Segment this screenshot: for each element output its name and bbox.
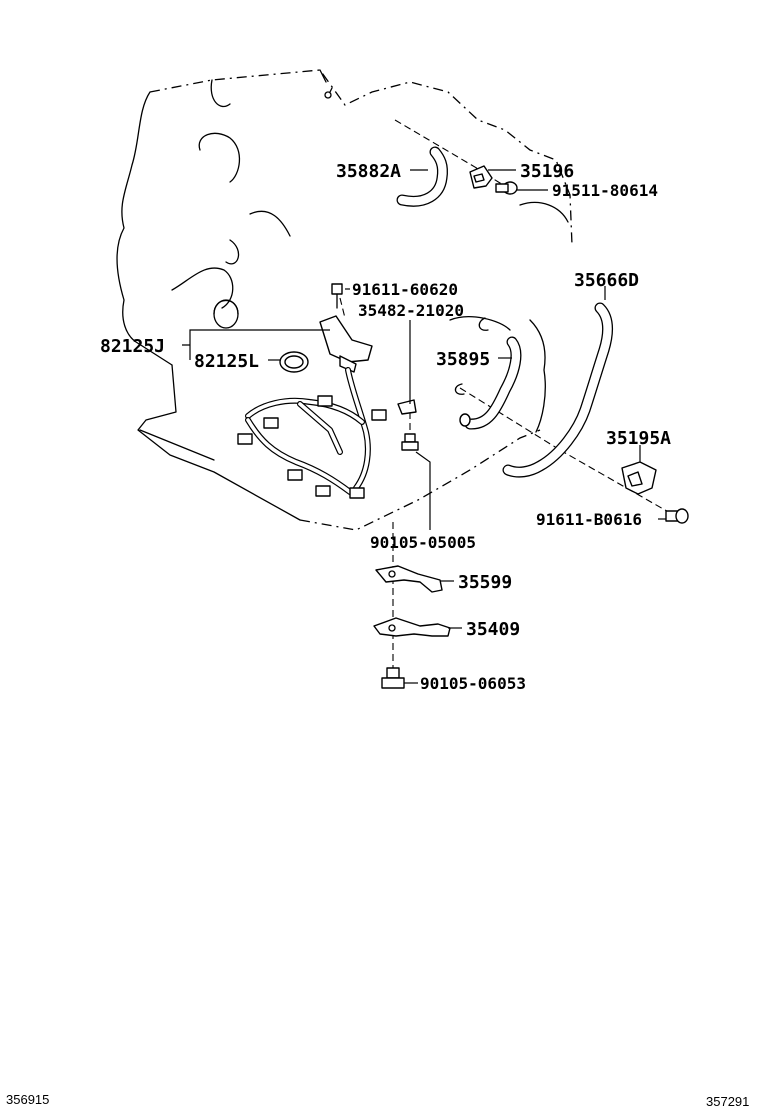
label-82125j: 82125J	[100, 336, 165, 357]
bolt-90105-06053	[381, 667, 405, 689]
corner-id-right: 357291	[706, 1094, 749, 1109]
label-35599: 35599	[458, 572, 512, 593]
hose-35666d	[502, 302, 613, 478]
leader-lines	[182, 169, 666, 684]
label-35409: 35409	[466, 619, 520, 640]
hose-35895	[459, 336, 522, 430]
transmission-housing-outline	[116, 69, 573, 531]
bolt-91511-80614	[495, 181, 518, 195]
sensor-82125j	[319, 315, 373, 373]
label-82125l: 82125L	[194, 351, 259, 372]
label-35666d: 35666D	[574, 270, 639, 291]
bracket-35599	[375, 565, 443, 593]
label-91511-80614: 91511-80614	[552, 181, 658, 200]
hose-35882a	[396, 146, 448, 207]
label-91611-60620: 91611-60620	[352, 280, 458, 299]
label-35895: 35895	[436, 349, 490, 370]
label-90105-05005: 90105-05005	[370, 533, 476, 552]
label-35482-21020: 35482-21020	[358, 301, 464, 320]
label-35882a: 35882A	[336, 161, 401, 182]
label-91611-b0616: 91611-B0616	[536, 510, 642, 529]
label-90105-06053: 90105-06053	[420, 674, 526, 693]
bolt-91611-60620	[331, 283, 343, 309]
bolt-90105-05005	[401, 433, 419, 451]
clip-35482-21020	[397, 399, 417, 415]
o-ring-82125l	[279, 351, 309, 373]
bracket-35409	[373, 617, 451, 637]
bolt-91611-b0616	[665, 508, 689, 524]
label-35195a: 35195A	[606, 428, 671, 449]
clamp-35196	[469, 165, 493, 189]
label-35196: 35196	[520, 161, 574, 182]
corner-id-left: 356915	[6, 1092, 49, 1107]
wire-harness	[237, 367, 387, 499]
clamp-35195a	[621, 461, 657, 495]
